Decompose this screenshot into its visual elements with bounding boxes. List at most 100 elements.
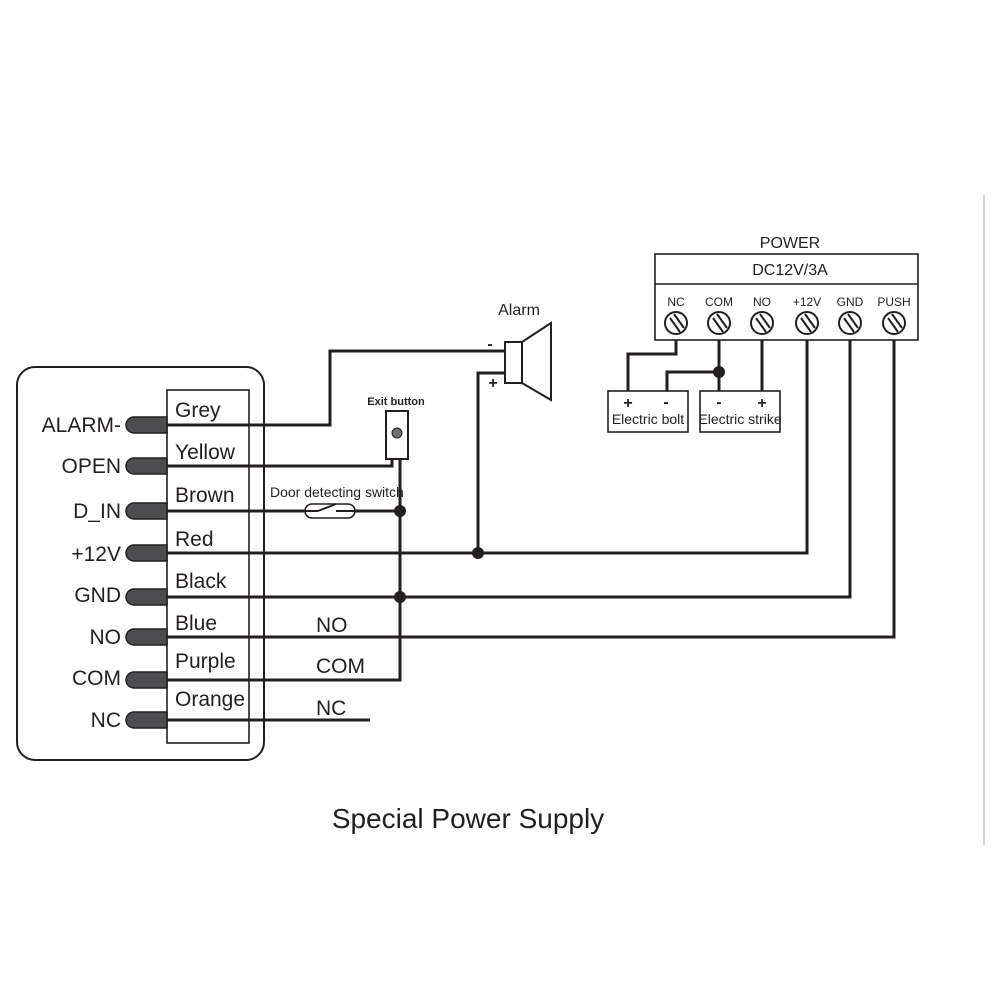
wire-nc-bolt-plus	[626, 330, 678, 397]
exit-button-icon	[391, 427, 403, 439]
screw-slot	[669, 317, 681, 333]
terminal-signal-label: NO	[90, 626, 122, 649]
screw-slot	[712, 317, 724, 333]
controller-outline	[16, 366, 265, 761]
terminal-signal-label: GND	[74, 584, 121, 607]
wire-color-label: Red	[175, 528, 214, 551]
power-supply: POWER DC12V/3A NC COM NO +12V GND PUSH	[654, 235, 919, 341]
wires	[167, 330, 896, 722]
electric-strike-label: Electric strike	[698, 411, 781, 427]
relay-label-com: COM	[316, 655, 365, 678]
wire-color-label: Black	[175, 570, 227, 593]
power-supply-box	[654, 253, 919, 341]
power-terminal-label: COM	[705, 295, 733, 309]
screw-slot	[847, 313, 859, 329]
wire-red-12v	[167, 330, 809, 555]
alarm-speaker: Alarm - +	[487, 302, 552, 402]
junction-dot	[713, 366, 725, 378]
electric-bolt: + - Electric bolt	[607, 390, 689, 433]
reed-contact	[317, 503, 337, 512]
door-detecting-switch: Door detecting switch	[270, 484, 404, 519]
bolt-minus-label: -	[663, 394, 668, 411]
alarm-plus-label: +	[488, 375, 497, 392]
wire-color-label: Yellow	[175, 441, 236, 464]
screw-terminal-icon	[838, 311, 862, 335]
wire-com-bolt-minus	[665, 370, 719, 397]
power-terminal-no: NO	[750, 295, 774, 335]
screw-slot	[804, 313, 816, 329]
screw-slot	[843, 317, 855, 333]
terminal-connector-icon	[125, 628, 168, 646]
screw-slot	[800, 317, 812, 333]
screw-slot	[891, 313, 903, 329]
screw-terminal-icon	[664, 311, 688, 335]
speaker-body	[504, 341, 523, 384]
terminal-connector-icon	[125, 502, 168, 520]
screw-slot	[716, 313, 728, 329]
terminal-connector-icon	[125, 671, 168, 689]
screw-terminal-icon	[750, 311, 774, 335]
electric-strike-box	[699, 390, 781, 433]
screw-terminal-icon	[795, 311, 819, 335]
strike-minus-label: -	[716, 394, 721, 411]
terminal-signal-label: COM	[72, 667, 121, 690]
terminal-signal-label: OPEN	[61, 455, 121, 478]
alarm-label: Alarm	[498, 302, 540, 319]
terminal-signal-label: NC	[91, 709, 121, 732]
junction-dot	[394, 591, 406, 603]
terminal-connector-icon	[125, 416, 168, 434]
terminal-signal-label: D_IN	[73, 500, 121, 523]
power-terminal-plus12v: +12V	[793, 295, 821, 335]
terminal-signal-label: ALARM-	[42, 414, 121, 437]
wire-color-label: Brown	[175, 484, 235, 507]
screw-terminal-icon	[882, 311, 906, 335]
wire-color-label: Purple	[175, 650, 236, 673]
screw-slot	[755, 317, 767, 333]
electric-bolt-box	[607, 390, 689, 433]
door-switch-label: Door detecting switch	[270, 484, 404, 500]
relay-label-nc: NC	[316, 697, 346, 720]
exit-button-label: Exit button	[367, 396, 425, 408]
power-terminal-label: NO	[753, 295, 771, 309]
junctions	[394, 366, 725, 603]
power-terminal-label: +12V	[793, 295, 821, 309]
electric-bolt-label: Electric bolt	[612, 411, 684, 427]
power-terminal-label: GND	[837, 295, 864, 309]
diagram-title: Special Power Supply	[332, 803, 604, 834]
bolt-plus-label: +	[623, 395, 632, 412]
wire-yellow-exit-button	[167, 459, 394, 468]
controller-unit: ALARM- OPEN D_IN +12V GND NO COM NC GreyYellowB…	[16, 366, 265, 761]
power-title: POWER	[760, 235, 820, 252]
power-terminal-label: PUSH	[877, 295, 910, 309]
terminal-connector-icon	[125, 457, 168, 475]
power-terminal-push: PUSH	[877, 295, 911, 335]
screw-slot	[759, 313, 771, 329]
screw-slot	[887, 317, 899, 333]
exit-button: Exit button	[367, 396, 425, 460]
wire-blue-push	[167, 330, 896, 639]
wire-label-strip	[166, 389, 250, 744]
power-terminal-com: COM	[705, 295, 733, 335]
power-rating: DC12V/3A	[752, 262, 828, 279]
power-terminal-nc: NC	[664, 295, 688, 335]
terminal-signal-label: +12V	[71, 543, 121, 566]
wire-color-label: Blue	[175, 612, 217, 635]
strike-plus-label: +	[757, 395, 766, 412]
terminal-connector-icon	[125, 711, 168, 729]
alarm-minus-label: -	[487, 336, 492, 353]
terminal-connector-icon	[125, 588, 168, 606]
speaker-cone-icon	[521, 321, 552, 402]
electric-strike: - + Electric strike	[698, 390, 782, 433]
junction-dot	[394, 505, 406, 517]
relay-label-no: NO	[316, 614, 348, 637]
junction-dot	[472, 547, 484, 559]
power-terminal-label: NC	[667, 295, 685, 309]
screw-terminal-icon	[707, 311, 731, 335]
wire-color-label: Orange	[175, 688, 245, 711]
wire-alarm-plus	[476, 371, 505, 553]
wire-grey-alarm	[167, 349, 505, 427]
screw-slot	[673, 313, 685, 329]
power-terminal-gnd: GND	[837, 295, 864, 335]
wire-color-label: Grey	[175, 399, 221, 422]
